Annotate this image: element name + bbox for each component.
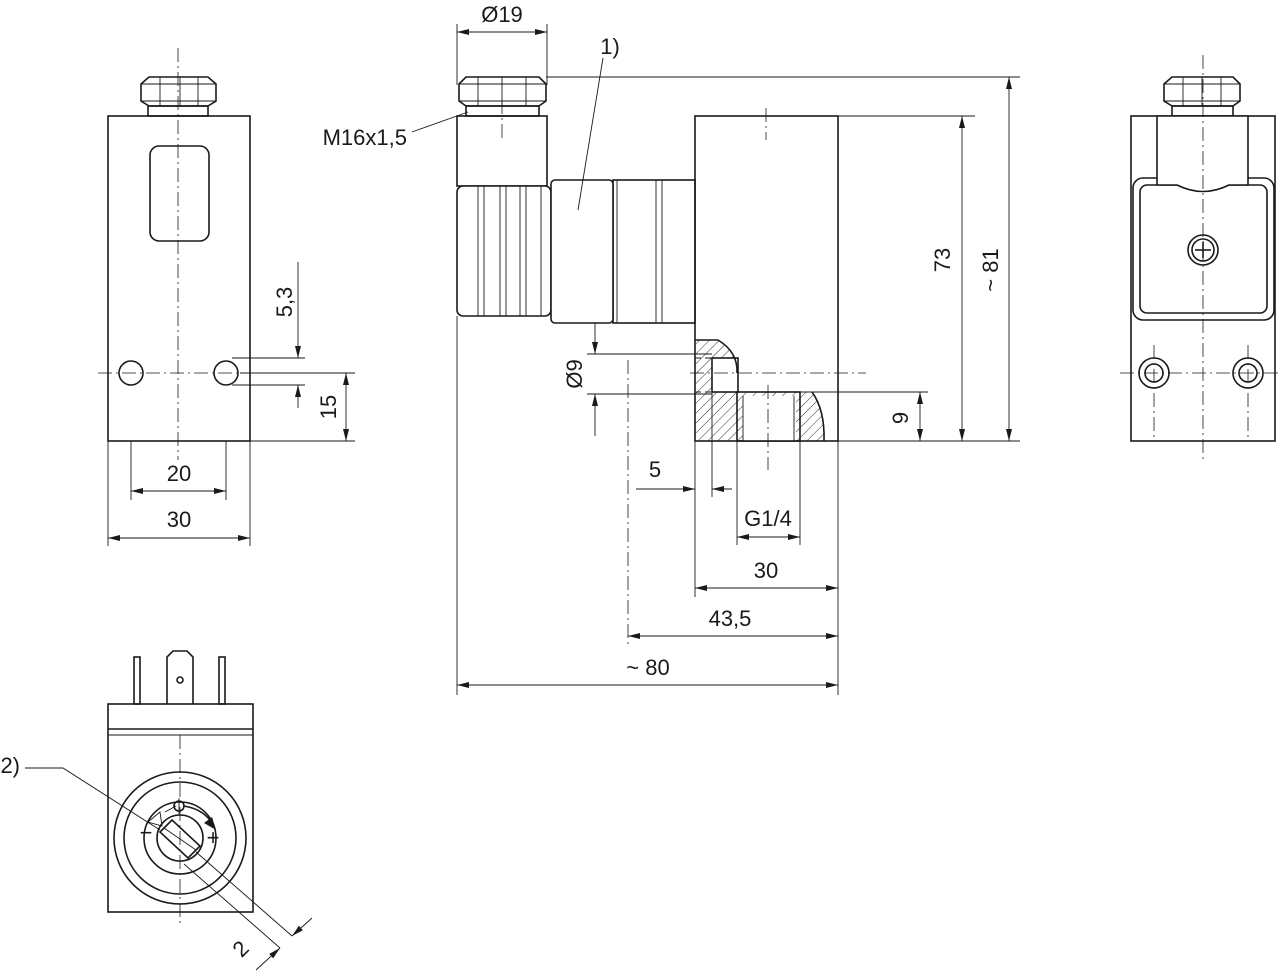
mounting-hole-left — [118, 360, 144, 386]
dim-hole-height: 15 — [316, 395, 341, 419]
front-cable-nut — [458, 76, 547, 117]
dim-screw-play: 2 — [228, 936, 254, 962]
left-cable-nut — [140, 76, 217, 117]
dim-total-height: ~ 81 — [978, 248, 1003, 291]
bottom-view: − + 2) 2 — [0, 650, 313, 971]
minus-symbol: − — [140, 820, 153, 845]
dim-port-height: 9 — [888, 412, 913, 424]
right-cable-nut — [1163, 76, 1241, 117]
dim-port-thread: G1/4 — [744, 506, 792, 531]
dim-port-offset: 5 — [649, 457, 661, 482]
display-window — [149, 145, 210, 242]
plus-symbol: + — [207, 825, 220, 850]
right-side-view — [1120, 55, 1278, 460]
dim-offset-small: 5,3 — [272, 287, 297, 318]
dim-port-diameter: Ø9 — [562, 359, 587, 388]
front-view: Ø19 1) M16x1,5 73 ~ 81 Ø9 9 5 G1/ — [323, 2, 1020, 695]
dim-plug-diameter: Ø19 — [481, 2, 523, 27]
dim-hole-spacing: 20 — [167, 461, 191, 486]
cable-connector — [456, 115, 614, 324]
dim-total-length: ~ 80 — [626, 655, 669, 680]
dim-width: 30 — [167, 507, 191, 532]
dim-body-width: 30 — [754, 558, 778, 583]
callout-1: 1) — [600, 34, 620, 59]
dim-body-height: 73 — [930, 248, 955, 272]
callout-2: 2) — [0, 753, 20, 778]
left-side-view: 20 30 5,3 15 — [98, 48, 355, 546]
dim-thread: M16x1,5 — [323, 125, 407, 150]
dim-port-center: 43,5 — [709, 606, 752, 631]
